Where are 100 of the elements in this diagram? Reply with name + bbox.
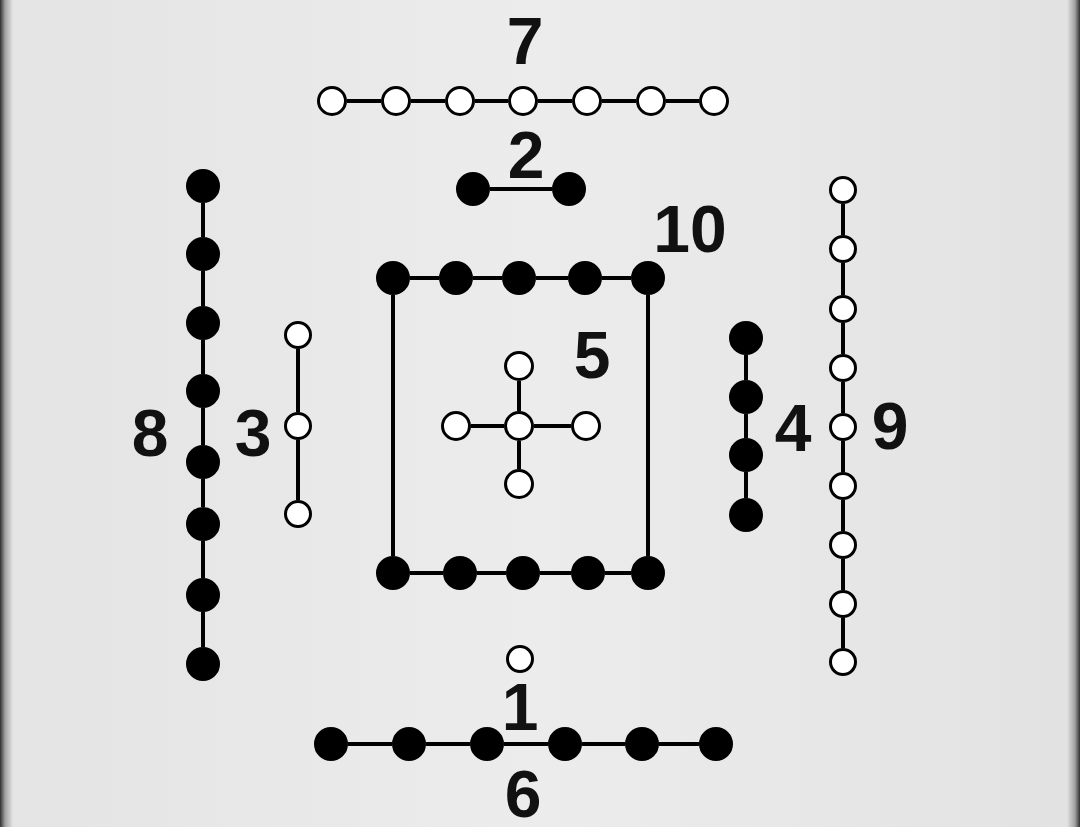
number-label: 1 bbox=[501, 674, 539, 740]
connecting-line bbox=[410, 571, 443, 575]
connecting-line bbox=[347, 99, 381, 103]
hollow-dot bbox=[829, 590, 857, 618]
number-label: 8 bbox=[131, 400, 169, 466]
number-label: 6 bbox=[504, 761, 542, 827]
solid-dot bbox=[439, 261, 473, 295]
hollow-dot bbox=[829, 472, 857, 500]
hollow-dot bbox=[284, 321, 312, 349]
solid-dot bbox=[571, 556, 605, 590]
solid-dot bbox=[631, 261, 665, 295]
solid-dot bbox=[376, 556, 410, 590]
connecting-line bbox=[490, 187, 552, 191]
connecting-line bbox=[841, 323, 845, 354]
solid-dot bbox=[729, 321, 763, 355]
hollow-dot bbox=[504, 411, 534, 441]
connecting-line bbox=[426, 742, 470, 746]
number-label: 7 bbox=[506, 8, 544, 74]
hollow-dot bbox=[829, 295, 857, 323]
connecting-line bbox=[646, 295, 650, 556]
solid-dot bbox=[729, 438, 763, 472]
solid-dot bbox=[186, 507, 220, 541]
connecting-line bbox=[841, 382, 845, 413]
solid-dot bbox=[729, 380, 763, 414]
connecting-line bbox=[410, 276, 439, 280]
solid-dot bbox=[548, 727, 582, 761]
connecting-line bbox=[538, 99, 572, 103]
connecting-line bbox=[540, 571, 571, 575]
hollow-dot bbox=[829, 235, 857, 263]
connecting-line bbox=[666, 99, 699, 103]
hollow-dot bbox=[829, 531, 857, 559]
solid-dot bbox=[186, 306, 220, 340]
connecting-line bbox=[841, 618, 845, 648]
connecting-line bbox=[517, 381, 521, 411]
connecting-line bbox=[477, 571, 506, 575]
solid-dot bbox=[376, 261, 410, 295]
hollow-dot bbox=[284, 412, 312, 440]
solid-dot bbox=[568, 261, 602, 295]
connecting-line bbox=[348, 742, 392, 746]
hollow-dot bbox=[829, 354, 857, 382]
connecting-line bbox=[659, 742, 699, 746]
connecting-line bbox=[391, 295, 395, 556]
connecting-line bbox=[201, 203, 205, 237]
connecting-line bbox=[201, 408, 205, 445]
connecting-line bbox=[411, 99, 445, 103]
hollow-dot bbox=[381, 86, 411, 116]
solid-dot bbox=[552, 172, 586, 206]
hollow-dot bbox=[508, 86, 538, 116]
connecting-line bbox=[201, 479, 205, 507]
solid-dot bbox=[631, 556, 665, 590]
hollow-dot bbox=[829, 176, 857, 204]
hollow-dot bbox=[829, 648, 857, 676]
solid-dot bbox=[502, 261, 536, 295]
connecting-line bbox=[296, 440, 300, 500]
connecting-line bbox=[473, 276, 502, 280]
connecting-line bbox=[201, 612, 205, 647]
solid-dot bbox=[186, 578, 220, 612]
connecting-line bbox=[471, 424, 504, 428]
hollow-dot bbox=[572, 86, 602, 116]
connecting-line bbox=[536, 276, 568, 280]
solid-dot bbox=[186, 237, 220, 271]
connecting-line bbox=[296, 349, 300, 412]
connecting-line bbox=[744, 414, 748, 438]
connecting-line bbox=[602, 276, 631, 280]
hollow-dot bbox=[829, 413, 857, 441]
solid-dot bbox=[729, 498, 763, 532]
connecting-line bbox=[534, 424, 571, 428]
connecting-line bbox=[201, 340, 205, 374]
connecting-line bbox=[582, 742, 625, 746]
hollow-dot bbox=[441, 411, 471, 441]
solid-dot bbox=[314, 727, 348, 761]
solid-dot bbox=[186, 169, 220, 203]
solid-dot bbox=[625, 727, 659, 761]
solid-dot bbox=[186, 647, 220, 681]
number-label: 10 bbox=[653, 196, 727, 262]
hollow-dot bbox=[504, 469, 534, 499]
connecting-line bbox=[841, 263, 845, 295]
number-label: 4 bbox=[774, 395, 812, 461]
hollow-dot bbox=[699, 86, 729, 116]
number-label: 5 bbox=[573, 322, 611, 388]
number-label: 2 bbox=[507, 122, 545, 188]
solid-dot bbox=[456, 172, 490, 206]
connecting-line bbox=[504, 742, 548, 746]
hollow-dot bbox=[636, 86, 666, 116]
connecting-line bbox=[744, 472, 748, 498]
connecting-line bbox=[602, 99, 636, 103]
hollow-dot bbox=[317, 86, 347, 116]
connecting-line bbox=[841, 204, 845, 235]
connecting-line bbox=[201, 271, 205, 306]
solid-dot bbox=[443, 556, 477, 590]
number-label: 3 bbox=[234, 400, 272, 466]
hollow-dot bbox=[506, 645, 534, 673]
connecting-line bbox=[605, 571, 631, 575]
solid-dot bbox=[506, 556, 540, 590]
solid-dot bbox=[186, 374, 220, 408]
hollow-dot bbox=[284, 500, 312, 528]
solid-dot bbox=[699, 727, 733, 761]
connecting-line bbox=[517, 441, 521, 469]
connecting-line bbox=[201, 541, 205, 578]
number-label: 9 bbox=[871, 393, 909, 459]
